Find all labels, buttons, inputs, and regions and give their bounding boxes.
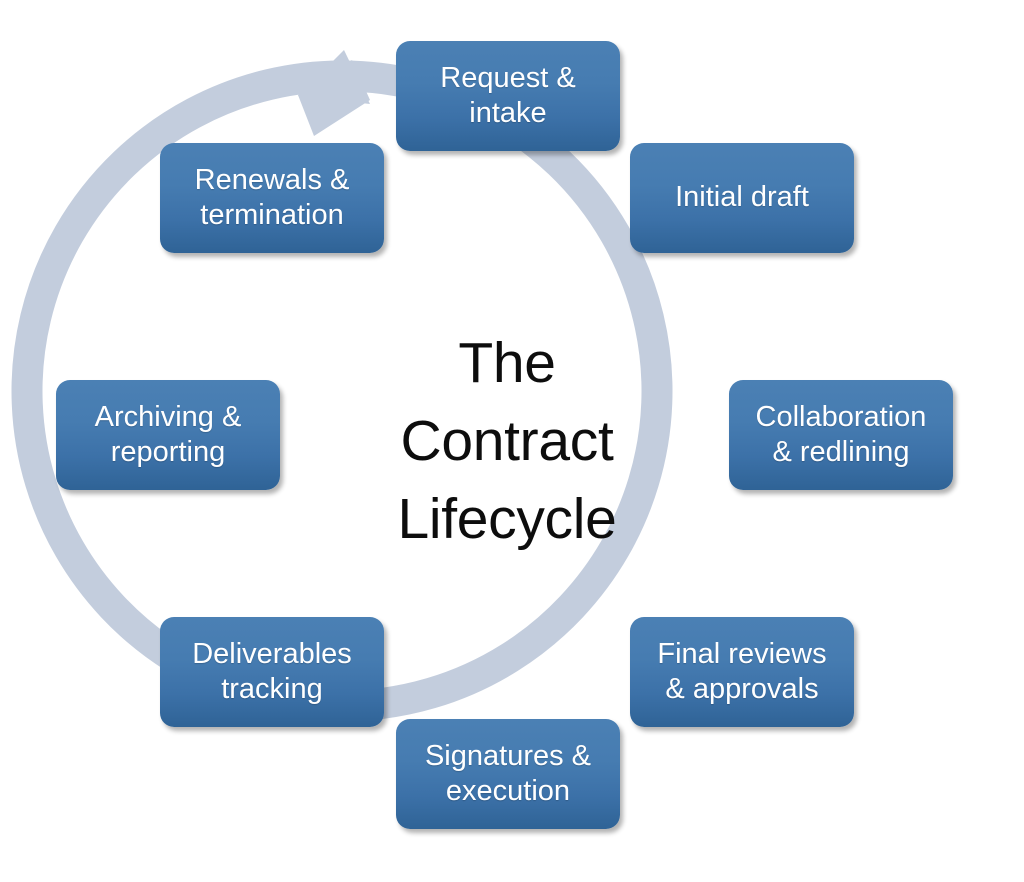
node-label: Initial draft (675, 181, 809, 214)
node-label: Renewals & termination (194, 163, 350, 231)
node-label: Archiving & reporting (94, 400, 242, 468)
node-deliverables-tracking[interactable]: Deliverables tracking (160, 617, 384, 727)
node-archiving-reporting[interactable]: Archiving & reporting (56, 380, 280, 490)
node-signatures-execution[interactable]: Signatures & execution (396, 719, 620, 829)
node-final-reviews-approvals[interactable]: Final reviews & approvals (630, 617, 854, 727)
node-label: Signatures & execution (424, 739, 592, 807)
node-label: Final reviews & approvals (657, 637, 827, 705)
node-label: Collaboration & redlining (755, 400, 927, 468)
page-title: The Contract Lifecycle (397, 330, 617, 552)
node-collaboration-redlining[interactable]: Collaboration & redlining (729, 380, 953, 490)
node-label: Request & intake (440, 61, 576, 129)
node-renewals-termination[interactable]: Renewals & termination (160, 143, 384, 253)
node-initial-draft[interactable]: Initial draft (630, 143, 854, 253)
clockwise-cycle-arrow-head (298, 50, 370, 136)
node-label: Deliverables tracking (192, 637, 352, 705)
node-request-intake[interactable]: Request & intake (396, 41, 620, 151)
